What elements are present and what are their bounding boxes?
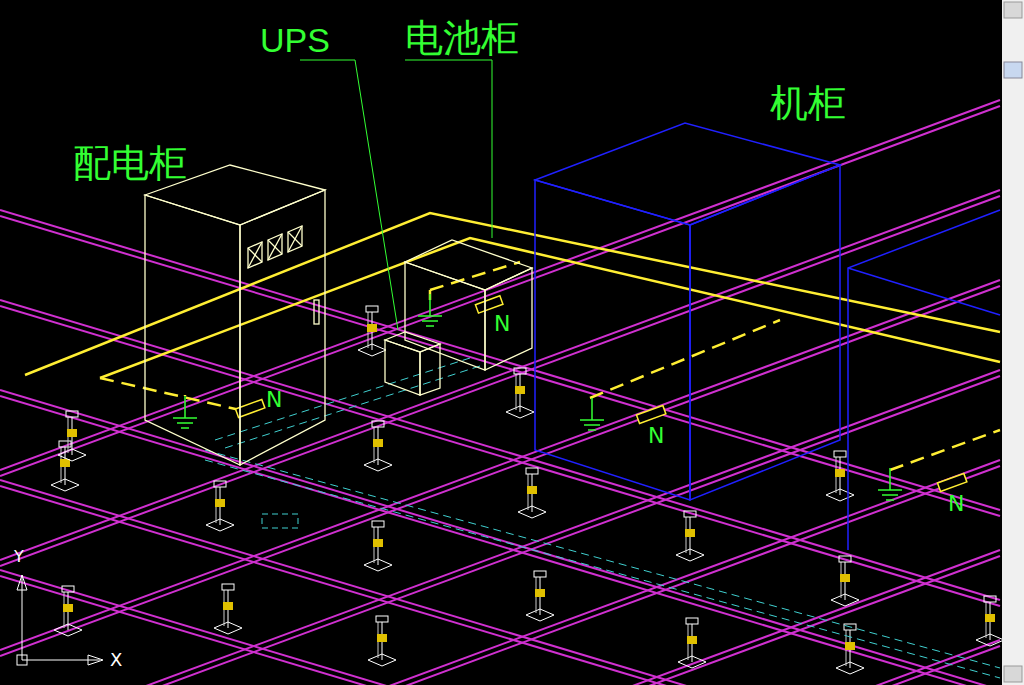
neutral-mark: N <box>648 424 664 448</box>
cabinet-label: 电池柜 <box>405 18 519 60</box>
cabinet-name: UPS <box>260 22 330 59</box>
cabinet-label: UPS <box>260 22 330 59</box>
neutral-mark: N <box>494 312 510 336</box>
cabinet-name: 机柜 <box>770 83 846 125</box>
neutral-mark: N <box>948 492 964 516</box>
cabinet-label: 机柜 <box>770 83 846 125</box>
cabinet-name: 电池柜 <box>405 18 519 60</box>
cabinet-label: 配电柜 <box>73 143 187 185</box>
axis-label: X <box>110 650 122 670</box>
axis-label: Y <box>14 548 24 566</box>
cabinet-name: 配电柜 <box>73 143 187 185</box>
neutral-mark: N <box>266 388 282 412</box>
